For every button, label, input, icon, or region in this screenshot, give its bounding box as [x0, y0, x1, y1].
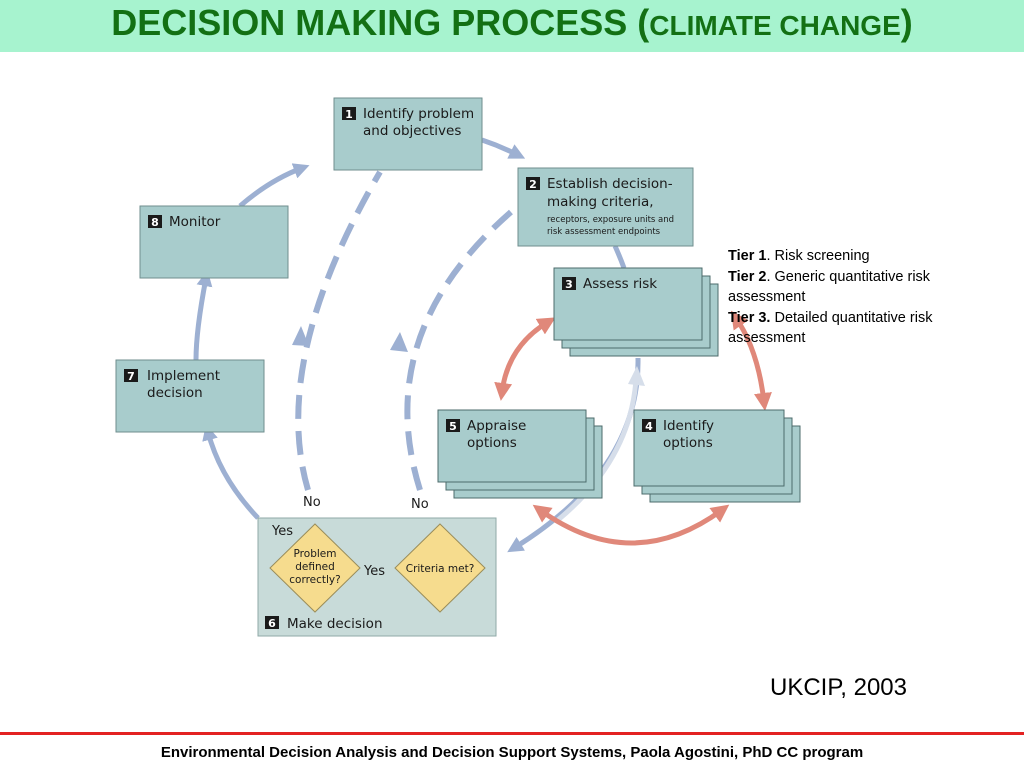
no-arrow-head-criteria	[390, 332, 408, 352]
footer-divider	[0, 732, 1024, 735]
step-7-box: 7 Implement decision	[115, 359, 265, 433]
step-6-number-badge	[265, 616, 279, 629]
footer-text: Environmental Decision Analysis and Deci…	[160, 744, 864, 761]
step-2-box: 2 Establish decision- making criteria, r…	[517, 167, 694, 247]
step-1-number: 1	[345, 108, 353, 121]
tier-2-text: Generic quantitative risk assessment	[728, 268, 931, 306]
problem-defined-diamond	[269, 523, 361, 613]
tier-3-label: Tier 3.	[728, 309, 771, 326]
step-3-label: Assess risk	[583, 276, 657, 292]
step-3-number: 3	[565, 278, 573, 291]
step-2-label-line2: making criteria,	[547, 194, 654, 210]
step-4-label-line2: options	[663, 435, 713, 451]
tier-1-text: Risk screening	[774, 248, 870, 264]
arrow-6-to-7	[202, 424, 260, 520]
citation: UKCIP, 2003	[770, 674, 907, 701]
step-4-number-badge	[642, 419, 656, 432]
step-8-label: Monitor	[169, 214, 221, 230]
step-2-sublabel-2: risk assessment endpoints	[547, 227, 661, 237]
step-5-number: 5	[449, 420, 457, 433]
arrow-1-to-2	[481, 137, 526, 159]
step-7-number: 7	[127, 370, 135, 383]
step-6-number: 6	[268, 617, 276, 630]
no-label-left: No	[303, 495, 321, 510]
step-4-box: 4 Identify options	[633, 409, 801, 503]
risk-arrow-3-5	[494, 317, 556, 401]
tier-1: Tier 1. Risk screening	[728, 246, 998, 267]
arrow-2-to-3	[612, 244, 627, 269]
risk-arrow-5-4	[532, 504, 730, 546]
tier-2-sep: .	[766, 268, 775, 285]
step-3-box: 3 Assess risk	[553, 267, 719, 357]
title-bar	[0, 0, 1024, 52]
tier-3: Tier 3. Detailed quantitative risk asses…	[728, 308, 998, 349]
step-7-label-line1: Implement	[147, 368, 220, 384]
title-sub: CLIMATE CHANGE	[649, 10, 901, 41]
yes-label-middle: Yes	[363, 564, 385, 579]
step-7-label-line2: decision	[147, 385, 203, 401]
title-main: DECISION MAKING PROCESS (	[111, 2, 650, 43]
step-5-label-line1: Appraise	[467, 418, 526, 434]
step-1-number-badge	[342, 107, 356, 120]
faint-arrow-head	[628, 366, 645, 386]
step-2-number: 2	[529, 178, 537, 191]
step-2-label-line1: Establish decision-	[547, 176, 673, 192]
step-1-box: 1 Identify problem and objectives	[333, 97, 483, 171]
tier-2-label: Tier 2	[728, 268, 767, 285]
problem-line2: defined	[295, 561, 335, 573]
step-4-number: 4	[645, 420, 653, 433]
problem-line3: correctly?	[289, 574, 340, 586]
step-2-number-badge	[526, 177, 540, 190]
title-close: )	[900, 2, 913, 43]
step-7-number-badge	[124, 369, 138, 382]
step-8-number-badge	[148, 215, 162, 228]
tier-1-sep: .	[766, 248, 775, 264]
slide-title: DECISION MAKING PROCESS (CLIMATE CHANGE)	[0, 2, 1024, 44]
criteria-met-label: Criteria met?	[406, 563, 475, 575]
no-label-right: No	[411, 497, 429, 512]
arrow-8-to-1	[238, 163, 310, 208]
risk-arrow-3-4	[730, 310, 772, 411]
step-3-number-badge	[562, 277, 576, 290]
tier-1-label: Tier 1	[728, 248, 767, 264]
step-1-label-line2: and objectives	[363, 123, 461, 139]
step-5-box: 5 Appraise options	[437, 409, 603, 499]
step-8-number: 8	[151, 216, 159, 229]
step-1-label-line1: Identify problem	[363, 106, 474, 122]
tier-list: Tier 1. Risk screening Tier 2. Generic q…	[728, 246, 998, 349]
step-6-box: Problem defined correctly? Criteria met?…	[257, 517, 497, 637]
criteria-met-diamond	[394, 523, 486, 613]
step-4-label-line1: Identify	[663, 418, 714, 434]
step-6-label: Make decision	[287, 616, 383, 632]
step-5-label-line2: options	[467, 435, 517, 451]
arrow-7-to-8	[193, 270, 213, 361]
step-5-number-badge	[446, 419, 460, 432]
tier-3-text: Detailed quantitative risk assessment	[728, 309, 933, 347]
yes-label-top: Yes	[271, 524, 293, 539]
no-arrow-head-problem	[292, 326, 309, 346]
step-8-box: 8 Monitor	[139, 205, 289, 279]
step-2-sublabel-1: receptors, exposure units and	[547, 215, 674, 225]
tier-2: Tier 2. Generic quantitative risk assess…	[728, 267, 998, 308]
problem-line1: Problem	[294, 548, 337, 560]
no-arrow-to-problem	[295, 170, 383, 491]
no-arrow-to-criteria	[404, 203, 520, 491]
